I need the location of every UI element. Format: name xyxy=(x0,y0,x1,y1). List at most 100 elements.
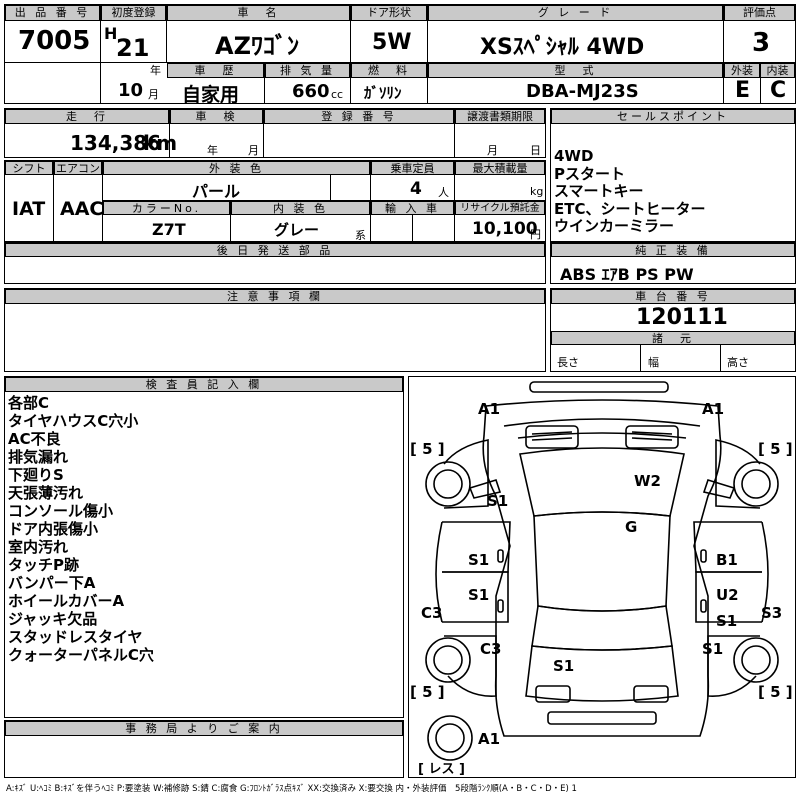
office-label: 事 務 局 よ り ご 案 内 xyxy=(5,721,403,736)
damage-right-front-door: B1 xyxy=(716,551,738,569)
mileage-label: 走 行 xyxy=(5,109,169,124)
damage-rear-bumper: A1 xyxy=(478,730,501,748)
office-box xyxy=(4,720,404,778)
equipment-label: 純 正 装 備 xyxy=(551,243,795,257)
notes-box xyxy=(4,288,546,372)
damage-right-rear-door-u: U2 xyxy=(716,586,739,604)
equipment: ABS ｴｱB PS PW xyxy=(560,265,694,284)
load-label: 最大積載量 xyxy=(455,161,545,175)
width-label: 幅 xyxy=(648,356,659,369)
inspector-note: 下廻りS xyxy=(8,466,64,484)
inspector-note: タイヤハウスC穴小 xyxy=(8,412,139,430)
reg-no-label: 登 録 番 号 xyxy=(264,109,454,124)
specs-label: 諸 元 xyxy=(551,331,795,345)
shift-label: シフト xyxy=(5,161,53,175)
damage-left-front-door: S1 xyxy=(468,551,490,569)
import-label: 輸 入 車 xyxy=(371,201,454,215)
load-unit: kg xyxy=(530,185,544,198)
car-name: AZﾜｺﾞﾝ xyxy=(215,32,299,60)
capacity-unit: 人 xyxy=(438,186,449,199)
aircon: AAC xyxy=(60,198,104,220)
inspector-note: AC不良 xyxy=(8,430,61,448)
damage-back-door: S1 xyxy=(553,657,575,675)
inspection-label: 車 検 xyxy=(170,109,263,124)
inspector-note: バンパー下A xyxy=(8,574,96,592)
displacement-unit: cc xyxy=(331,88,344,101)
inspector-note: 各部C xyxy=(8,394,50,412)
ext-color: パール xyxy=(192,182,241,201)
damage-left-sill: C3 xyxy=(421,604,443,622)
sales-point-item: ウインカーミラー xyxy=(554,217,675,235)
tread-rear-right: [ 5 ] xyxy=(758,683,793,701)
damage-front-left: A1 xyxy=(478,400,501,418)
inspector-note: 室内汚れ xyxy=(8,538,69,556)
reg-month: 10 xyxy=(118,80,144,101)
inspector-note: コンソール傷小 xyxy=(8,502,114,520)
damage-right-sill: S3 xyxy=(761,604,783,622)
recycle-deposit: 10,100 xyxy=(472,219,538,239)
later-parts-label: 後 日 発 送 部 品 xyxy=(5,243,545,257)
grade: XSｽﾍﾟｼｬﾙ 4WD xyxy=(480,35,645,60)
damage-right-quarter: S1 xyxy=(702,640,724,658)
chassis-label: 車 台 番 号 xyxy=(551,289,795,304)
recycle-label: リサイクル預託金 xyxy=(455,201,545,215)
later-parts-box xyxy=(4,242,546,284)
insp-month-unit: 月 xyxy=(248,144,259,157)
score: 3 xyxy=(752,28,771,58)
tread-front-left: [ 5 ] xyxy=(410,440,445,458)
interior-label: 内装 xyxy=(760,63,795,78)
diagram-box xyxy=(408,376,796,778)
lot-number: 7005 xyxy=(18,26,91,56)
damage-front-right: A1 xyxy=(702,400,725,418)
equipment-box xyxy=(550,242,796,284)
car-diagram xyxy=(425,381,779,761)
door-label: ドア形状 xyxy=(351,5,427,21)
legend: A:ｷｽﾞ U:ﾍｺﾐ B:ｷｽﾞを伴うﾍｺﾐ P:要塗装 W:補修跡 S:錆 … xyxy=(6,784,577,794)
int-color-label: 内 装 色 xyxy=(231,201,370,215)
score-label: 評価点 xyxy=(724,5,795,21)
interior-grade: C xyxy=(770,78,787,103)
damage-windshield: W2 xyxy=(634,472,661,490)
int-color: グレー xyxy=(274,221,320,239)
transfer-day-unit: 日 xyxy=(530,144,541,157)
car-name-label: 車 名 xyxy=(167,5,350,21)
damage-left-quarter: C3 xyxy=(480,640,502,658)
chassis-number: 120111 xyxy=(636,305,728,330)
aircon-label: エアコン xyxy=(54,161,102,175)
inspector-box xyxy=(4,376,404,718)
inspector-note: 天張薄汚れ xyxy=(8,484,84,502)
length-label: 長さ xyxy=(557,356,579,369)
inspector-note: ホイールカバーA xyxy=(8,592,125,610)
history-label: 車 歴 xyxy=(167,63,264,78)
tread-rear-left: [ 5 ] xyxy=(410,683,445,701)
tread-front-right: [ 5 ] xyxy=(758,440,793,458)
history: 自家用 xyxy=(182,84,240,106)
inspector-note: タッチP跡 xyxy=(8,556,79,574)
sales-point-item: スマートキー xyxy=(554,182,644,200)
fuel: ｶﾞｿﾘﾝ xyxy=(364,84,402,102)
reg-year: 21 xyxy=(116,34,150,62)
door-type: 5W xyxy=(372,30,412,55)
spare-tire-status: [ レス ] xyxy=(418,762,465,777)
fuel-label: 燃 料 xyxy=(351,63,427,78)
era: H xyxy=(104,24,118,43)
inspector-note: スタッドレスタイヤ xyxy=(8,628,143,646)
displacement: 660 xyxy=(292,81,330,102)
int-color-unit: 系 xyxy=(355,229,366,242)
exterior-label: 外装 xyxy=(724,63,760,78)
inspector-note: 排気漏れ xyxy=(8,448,69,466)
notes-label: 注 意 事 項 欄 xyxy=(5,289,545,304)
damage-roof: G xyxy=(625,518,638,536)
inspector-note: ジャッキ欠品 xyxy=(8,610,98,628)
specs-row xyxy=(4,160,546,242)
sales-point-item: Pスタート xyxy=(554,164,625,183)
month-unit: 月 xyxy=(148,88,159,101)
ext-color-label: 外 装 色 xyxy=(103,161,370,175)
inspector-label: 検 査 員 記 入 欄 xyxy=(5,377,403,392)
transfer-label: 譲渡書類期限 xyxy=(455,109,545,124)
transfer-month-unit: 月 xyxy=(487,144,498,157)
color-no-label: カラーNo. xyxy=(103,201,230,215)
mileage-unit: km xyxy=(143,131,178,155)
capacity: 4 xyxy=(410,179,422,199)
shift: IAT xyxy=(12,198,46,220)
